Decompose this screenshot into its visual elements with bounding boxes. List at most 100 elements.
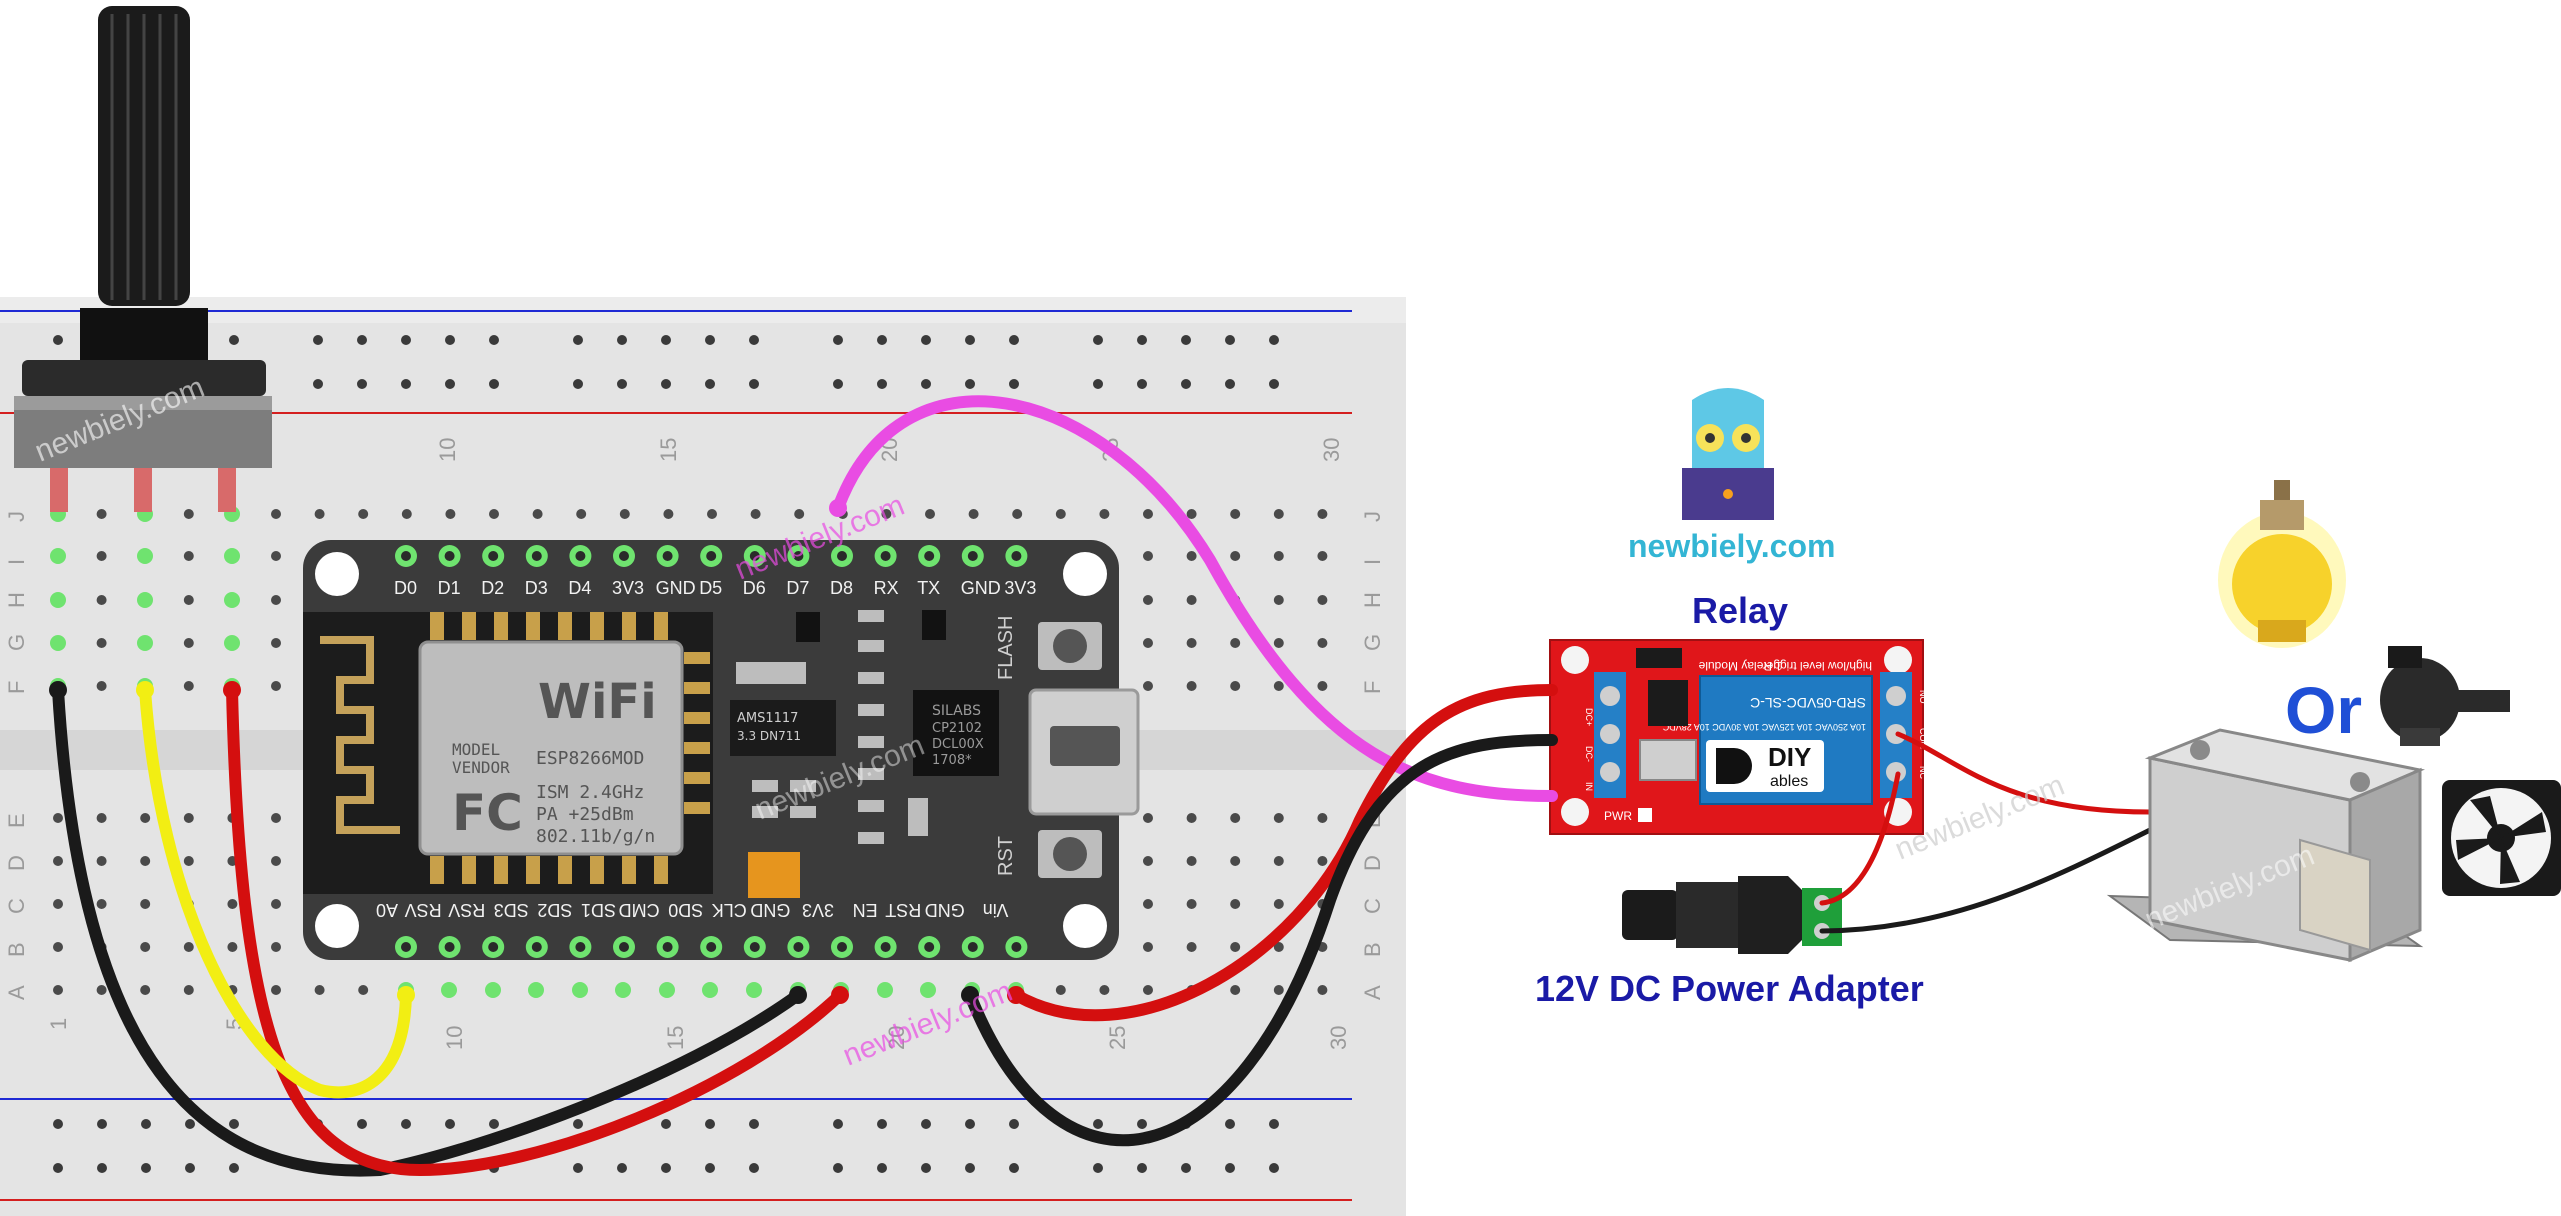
- rail-hole: [229, 335, 239, 345]
- rail-hole: [661, 1119, 671, 1129]
- terminal-hole: [183, 509, 194, 519]
- rst-button-label: RST: [995, 836, 1017, 876]
- esp-pin-hole: [706, 551, 717, 561]
- terminal-hole: [1186, 509, 1197, 519]
- rail-hole: [445, 335, 455, 345]
- terminal-hole: [1143, 985, 1153, 995]
- esp-model-value: ESP8266MOD: [536, 748, 644, 769]
- usb-chip-sub3: 1708*: [932, 753, 972, 768]
- rail-hole: [1093, 1119, 1103, 1129]
- terminal-hole: [1099, 509, 1110, 519]
- rail-hole: [617, 335, 627, 345]
- terminal-hole: [1317, 681, 1328, 691]
- terminal-hole: [271, 551, 281, 561]
- esp-model-label: MODEL: [452, 740, 500, 759]
- esp-pin-hole: [531, 551, 542, 561]
- row-letter: G: [4, 634, 29, 651]
- esp-pin-label: SD0: [668, 900, 703, 920]
- occupied-hole: [746, 982, 762, 998]
- terminal-hole: [881, 509, 892, 519]
- row-letter: D: [4, 855, 29, 871]
- esp-pin-label: SD1: [581, 900, 616, 920]
- row-letter: H: [1360, 592, 1385, 608]
- rail-hole: [1093, 1163, 1103, 1173]
- esp-pin-hole: [1011, 942, 1022, 952]
- rail-hole: [1009, 1119, 1019, 1129]
- terminal-hole: [1317, 551, 1328, 561]
- terminal-hole: [1143, 856, 1153, 866]
- power-adapter-label: 12V DC Power Adapter: [1535, 968, 1924, 1009]
- terminal-hole: [1273, 681, 1284, 691]
- wire-end-dot: [789, 986, 807, 1004]
- dc-jack-icon: [1622, 876, 1842, 954]
- terminal-hole: [1230, 638, 1241, 648]
- terminal-hole: [314, 985, 325, 995]
- esp-pin-label: EN: [853, 900, 878, 920]
- esp-pin-label: GND: [656, 578, 696, 598]
- wire-end-dot: [397, 986, 415, 1004]
- terminal-hole: [227, 942, 238, 952]
- rail-hole: [53, 1163, 63, 1173]
- flash-button-label: FLASH: [995, 616, 1017, 680]
- esp-pin-label: 3V3: [802, 900, 834, 920]
- row-letter: F: [4, 681, 29, 694]
- terminal-hole: [1143, 681, 1153, 691]
- terminal-hole: [1143, 899, 1153, 909]
- terminal-hole: [1273, 638, 1284, 648]
- esp-pin-hole: [401, 551, 411, 561]
- terminal-hole: [183, 813, 194, 823]
- terminal-hole: [619, 509, 630, 519]
- relay-module: DIY ables SRD-05VDC-SL-C 10A 250VAC 10A …: [1549, 639, 1928, 835]
- terminal-hole: [1317, 985, 1328, 995]
- rail-hole: [1181, 335, 1191, 345]
- occupied-hole: [572, 982, 588, 998]
- esp-pin-label: 3V3: [612, 578, 644, 598]
- breadboard-column-numbers-bottom: 1 5 10 15 20 25 30: [46, 1018, 1351, 1050]
- terminal-hole: [968, 509, 979, 519]
- terminal-hole: [140, 813, 151, 823]
- esp-pin-label: D6: [743, 578, 766, 598]
- terminal-hole: [140, 856, 151, 866]
- rail-hole: [357, 379, 367, 389]
- rail-hole: [229, 1163, 239, 1173]
- terminal-hole: [271, 509, 281, 519]
- occupied-hole: [528, 982, 544, 998]
- rail-hole: [445, 379, 455, 389]
- terminal-hole: [1273, 509, 1284, 519]
- rail-hole: [921, 1163, 931, 1173]
- esp-pin-hole: [662, 942, 673, 952]
- rail-hole: [877, 335, 887, 345]
- owl-laptop-logo-icon: [1682, 388, 1774, 520]
- terminal-hole: [1230, 813, 1241, 823]
- esp-pin-hole: [401, 942, 411, 952]
- rail-hole: [401, 1119, 411, 1129]
- terminal-hole: [96, 856, 107, 866]
- esp-pin-hole: [444, 942, 455, 952]
- wires: [52, 395, 2153, 1177]
- column-number: 15: [663, 1026, 688, 1050]
- occupied-hole: [50, 548, 66, 564]
- rail-hole: [749, 1163, 759, 1173]
- row-letter: J: [4, 511, 29, 522]
- esp-pin-hole: [619, 551, 629, 561]
- terminal-hole: [1186, 856, 1197, 866]
- terminal-hole: [271, 856, 281, 866]
- terminal-hole: [96, 899, 107, 909]
- wire-end-dot: [961, 986, 979, 1004]
- relay-part-number: SRD-05VDC-SL-C: [1750, 695, 1866, 711]
- esp-ism-label: ISM 2.4GHz: [536, 782, 644, 803]
- cooling-fan-icon: [2442, 780, 2561, 896]
- rail-hole: [833, 1163, 843, 1173]
- terminal-hole: [1143, 813, 1153, 823]
- terminal-hole: [53, 813, 63, 823]
- terminal-hole: [183, 638, 194, 648]
- terminal-hole: [271, 595, 281, 605]
- red-power-wire-board: [226, 684, 846, 1177]
- terminal-hole: [140, 985, 151, 995]
- occupied-hole: [702, 982, 718, 998]
- terminal-hole: [96, 681, 107, 691]
- rail-hole: [1225, 335, 1235, 345]
- relay-contact-label: COM: [1918, 728, 1928, 749]
- water-pump-icon: [2380, 646, 2510, 746]
- terminal-hole: [925, 509, 935, 519]
